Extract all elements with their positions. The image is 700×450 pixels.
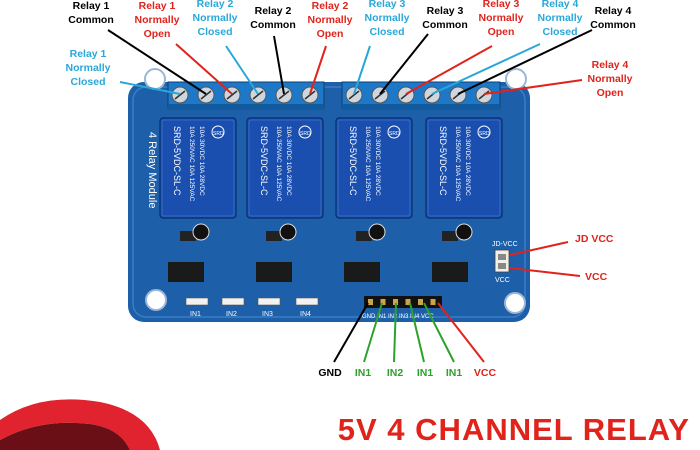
- label-relay3-no: Relay 3 Normally Open: [478, 0, 524, 38]
- mounting-hole: [505, 68, 527, 90]
- label-relay2-nc: Relay 2 Normally Closed: [192, 0, 238, 38]
- terminal-screw: [397, 86, 415, 104]
- label-vcc-bottom: VCC: [473, 367, 497, 379]
- jd-vcc-jumper: [494, 249, 510, 273]
- terminal-screw: [301, 86, 319, 104]
- led-label-in3: IN3: [262, 311, 273, 318]
- label-in2: IN2: [386, 367, 404, 379]
- relay-brand-text: SRD: [479, 131, 490, 137]
- mounting-hole: [144, 68, 166, 90]
- terminal-id-k3: K3: [378, 66, 388, 75]
- terminal-screw: [475, 86, 493, 104]
- relay-model-text: SRD-5VDC-SL-C: [259, 126, 269, 196]
- relay-brand-text: SRD: [300, 131, 311, 137]
- label-relay4-common: Relay 4 Common: [590, 5, 636, 31]
- label-relay1-common: Relay 1 Common: [68, 0, 114, 26]
- logo-arc: [0, 399, 160, 450]
- terminal-screw: [371, 86, 389, 104]
- led-label-in2: IN2: [226, 311, 237, 318]
- label-in1-a: IN1: [354, 367, 372, 379]
- relay-rating-text: 10A 30VDC 10A 28VDC: [285, 126, 292, 196]
- relay-rating-text: 10A 250VAC 10A 125VAC: [275, 126, 282, 202]
- jumper-bottom-text: VCC: [495, 277, 510, 284]
- input-leds: [185, 297, 319, 306]
- label-relay1-no: Relay 1 Normally Open: [134, 0, 180, 40]
- pointer-lines: [107, 29, 593, 363]
- terminal-id-k2: K2: [286, 66, 296, 75]
- label-gnd: GND: [318, 367, 342, 379]
- mounting-hole: [145, 289, 167, 311]
- led-label-in1: IN1: [190, 311, 201, 318]
- header-pin-labels: GND IN1 IN2 IN3 IN4 VCC: [362, 314, 434, 320]
- label-relay1-nc: Relay 1 Normally Closed: [65, 48, 111, 88]
- label-in1-b: IN1: [416, 367, 434, 379]
- label-vcc-side: VCC: [585, 271, 608, 283]
- relay-brand-text: SRD: [213, 131, 224, 137]
- terminal-screw: [171, 86, 189, 104]
- terminal-screw: [249, 86, 267, 104]
- relay-rating-text: 10A 250VAC 10A 125VAC: [188, 126, 195, 202]
- label-jd-vcc: JD VCC: [575, 233, 614, 245]
- label-relay2-common: Relay 2 Common: [250, 5, 296, 31]
- relay-rating-text: 10A 30VDC 10A 28VDC: [198, 126, 205, 196]
- module-text: 4 Relay Module: [146, 132, 158, 208]
- driver-components: [168, 223, 473, 282]
- label-relay4-nc: Relay 4 Normally Closed: [537, 0, 583, 38]
- label-relay3-nc: Relay 3 Normally Closed: [364, 0, 410, 38]
- label-relay4-no: Relay 4 Normally Open: [587, 59, 633, 99]
- relay-model-text: SRD-5VDC-SL-C: [348, 126, 358, 196]
- terminal-screw: [449, 86, 467, 104]
- relay-rating-text: 10A 30VDC 10A 28VDC: [374, 126, 381, 196]
- label-relay2-no: Relay 2 Normally Open: [307, 0, 353, 40]
- label-in1-c: IN1: [445, 367, 463, 379]
- terminal-screw: [275, 86, 293, 104]
- banner-title: 5V 4 CHANNEL RELAY: [337, 412, 690, 447]
- input-header: [364, 296, 442, 308]
- label-relay3-common: Relay 3 Common: [422, 5, 468, 31]
- relay-rating-text: 10A 30VDC 10A 28VDC: [464, 126, 471, 196]
- terminal-screw: [345, 86, 363, 104]
- terminal-block-left: [167, 81, 325, 110]
- led-label-in4: IN4: [300, 311, 311, 318]
- relay-rating-text: 10A 250VAC 10A 125VAC: [454, 126, 461, 202]
- terminal-id-k4: K4: [455, 66, 465, 75]
- relay-model-text: SRD-5VDC-SL-C: [438, 126, 448, 196]
- led-in1: [185, 297, 209, 306]
- relay-model-text: SRD-5VDC-SL-C: [172, 126, 182, 196]
- terminal-screw: [423, 86, 441, 104]
- led-in4: [295, 297, 319, 306]
- led-in2: [221, 297, 245, 306]
- relay-rating-text: 10A 250VAC 10A 125VAC: [364, 126, 371, 202]
- terminal-id-k1: K1: [210, 66, 220, 75]
- relay-brand-text: SRD: [389, 131, 400, 137]
- jumper-top-text: JD-VCC: [492, 241, 518, 248]
- led-in3: [257, 297, 281, 306]
- mounting-hole: [504, 292, 526, 314]
